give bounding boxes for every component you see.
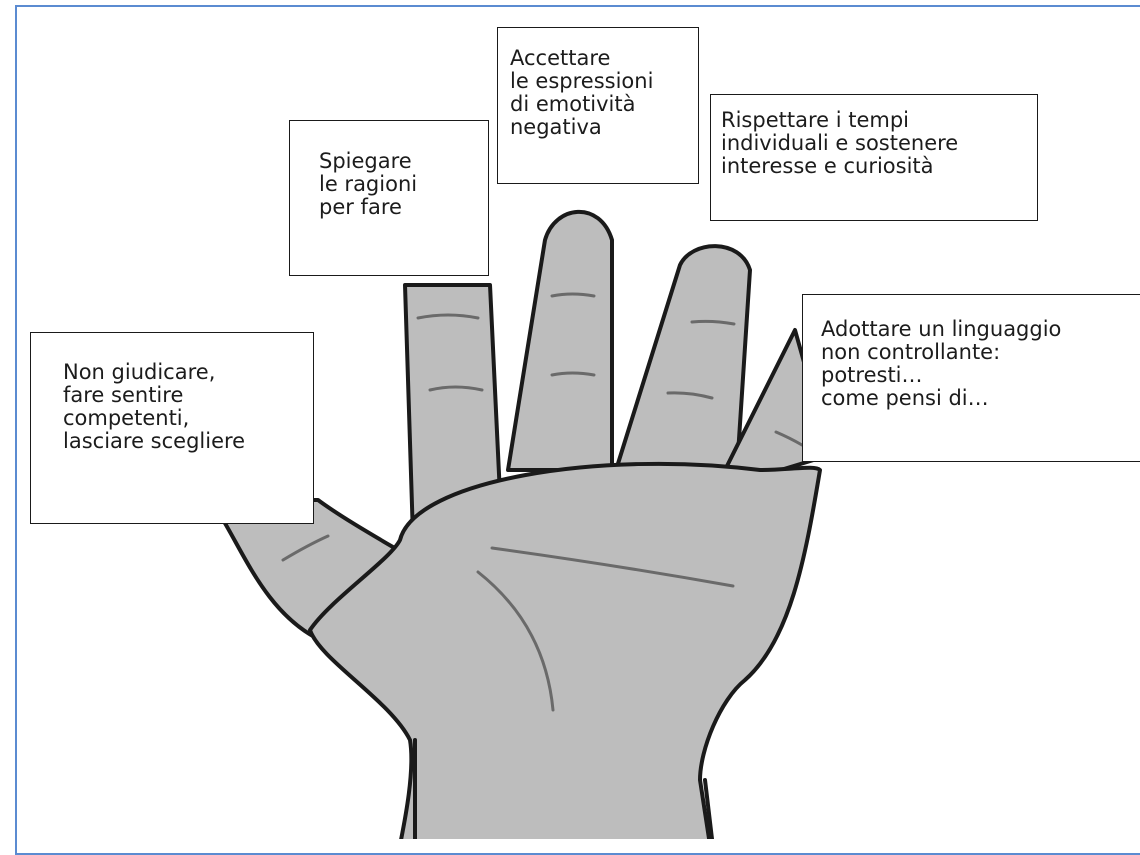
tip-text-line: di emotività <box>510 93 698 116</box>
tip-text-line: non controllante: <box>821 341 1140 364</box>
tip-text-line: negativa <box>510 116 698 139</box>
tip-text-line: Adottare un linguaggio <box>821 318 1140 341</box>
tip-text-line: come pensi di… <box>821 387 1140 410</box>
middle-finger <box>508 212 612 470</box>
tip-text-line: lasciare scegliere <box>63 430 313 453</box>
tip-text-line: potresti… <box>821 364 1140 387</box>
tip-text-line: Accettare <box>510 47 698 70</box>
tip-box-adottare: Adottare un linguaggio non controllante:… <box>802 294 1140 462</box>
tip-text-line: interesse e curiosità <box>721 155 1037 178</box>
tip-text-line: le ragioni <box>319 173 488 196</box>
tip-box-rispettare: Rispettare i tempi individuali e sostene… <box>710 94 1038 221</box>
ring-finger <box>616 246 750 470</box>
tip-text-line: individuali e sostenere <box>721 132 1037 155</box>
tip-box-spiegare: Spiegare le ragioni per fare <box>289 120 489 276</box>
tip-text-line: Spiegare <box>319 150 488 173</box>
tip-text-line: Non giudicare, <box>63 361 313 384</box>
tip-text-line: le espressioni <box>510 70 698 93</box>
tip-text-line: competenti, <box>63 407 313 430</box>
tip-box-accettare: Accettare le espressioni di emotività ne… <box>497 27 699 184</box>
tip-text-line: per fare <box>319 196 488 219</box>
tip-text-line: fare sentire <box>63 384 313 407</box>
tip-box-non-giudicare: Non giudicare, fare sentire competenti, … <box>30 332 314 524</box>
palm <box>310 464 820 839</box>
tip-text-line: Rispettare i tempi <box>721 109 1037 132</box>
